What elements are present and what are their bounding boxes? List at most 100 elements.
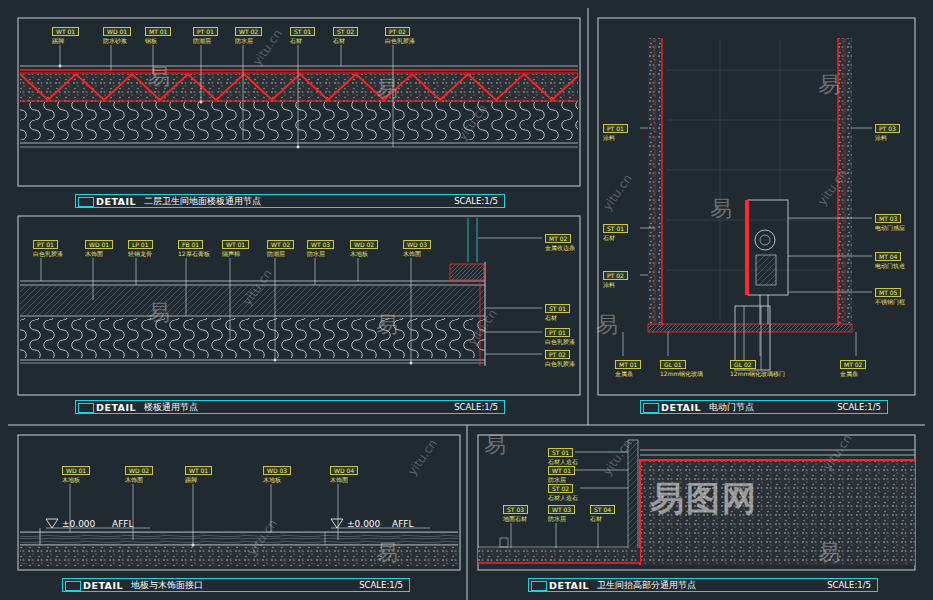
material-code: PT 02 bbox=[545, 350, 570, 359]
material-code: ST 02 bbox=[548, 484, 573, 493]
material-note: 涂料 bbox=[875, 134, 900, 141]
material-tag: WT 01防水层 bbox=[548, 466, 575, 483]
material-tag: LP 01轻钢龙骨 bbox=[128, 240, 153, 257]
material-code: WD 03 bbox=[403, 240, 431, 249]
material-note: 木饰面 bbox=[403, 250, 431, 257]
material-code: PT 01 bbox=[33, 240, 58, 249]
material-tag: MT 01金属条 bbox=[615, 360, 641, 377]
material-tag: ST 03地面石材 bbox=[503, 505, 528, 522]
material-code: GL 01 bbox=[660, 360, 686, 369]
material-tag: WD 03木饰面 bbox=[403, 240, 431, 257]
material-note: 木饰面 bbox=[330, 476, 358, 483]
level-mark: AFFL bbox=[392, 519, 414, 529]
material-note: 防水层 bbox=[548, 515, 575, 522]
material-code: WT 03 bbox=[307, 240, 334, 249]
material-code: PT 01 bbox=[603, 124, 628, 133]
detail-word: DETAIL bbox=[549, 580, 589, 591]
material-tag: MT 03电动门感应 bbox=[875, 214, 905, 231]
material-note: 电动门轨道 bbox=[875, 262, 905, 269]
material-tag: ST 01石材 bbox=[545, 304, 570, 321]
material-code: WD 01 bbox=[62, 466, 90, 475]
detail-title-band: DETAIL二层卫生间地面楼板通用节点SCALE:1/5 bbox=[75, 194, 505, 208]
material-tag: PT 03涂料 bbox=[875, 124, 900, 141]
material-note: 石材人造石 bbox=[548, 494, 578, 501]
level-mark: AFFL bbox=[112, 519, 134, 529]
material-tag: WD 02木饰面 bbox=[125, 466, 153, 483]
watermark: 易 bbox=[596, 310, 618, 340]
material-code: ST 01 bbox=[290, 27, 315, 36]
watermark: yitu.cn bbox=[600, 172, 635, 213]
watermark: 易 bbox=[376, 310, 398, 340]
material-note: 石材 bbox=[290, 37, 315, 44]
material-tag: PT 01防潮层 bbox=[193, 27, 218, 44]
watermark: 易 bbox=[376, 74, 398, 104]
material-note: 12mm钢化玻璃 bbox=[660, 370, 703, 377]
material-code: WT 01 bbox=[222, 240, 249, 249]
material-tag: PT 02涂料 bbox=[603, 271, 628, 288]
material-note: 地面石材 bbox=[503, 515, 528, 522]
detail-title: 电动门节点 bbox=[709, 401, 754, 414]
material-tag: PT 01白色乳胶漆 bbox=[33, 240, 63, 257]
material-code: MT 02 bbox=[545, 234, 571, 243]
material-note: 白色乳胶漆 bbox=[545, 360, 575, 367]
material-note: 石材 bbox=[603, 234, 628, 241]
material-code: PT 03 bbox=[875, 124, 900, 133]
material-code: ST 01 bbox=[603, 224, 628, 233]
material-note: 防水层 bbox=[307, 250, 334, 257]
watermark: 易 bbox=[818, 70, 840, 100]
material-tag: MT 05不锈钢门框 bbox=[875, 288, 905, 305]
watermark: 易 bbox=[818, 538, 840, 568]
detail-word: DETAIL bbox=[83, 580, 123, 591]
material-code: WD 02 bbox=[125, 466, 153, 475]
watermark: 易 bbox=[148, 62, 170, 92]
material-tag: ST 04石材 bbox=[590, 505, 615, 522]
material-code: GL 02 bbox=[730, 360, 756, 369]
material-note: 石材 bbox=[333, 37, 358, 44]
material-note: 金属条 bbox=[840, 370, 866, 377]
material-code: WT 01 bbox=[548, 466, 575, 475]
detail-title: 卫生间抬高部分通用节点 bbox=[597, 579, 696, 592]
detail-word: DETAIL bbox=[661, 402, 701, 413]
material-note: 隔声棉 bbox=[222, 250, 249, 257]
material-note: 轻钢龙骨 bbox=[128, 250, 153, 257]
material-note: 石材 bbox=[545, 314, 570, 321]
material-tag: MT 04电动门轨道 bbox=[875, 252, 905, 269]
material-note: 石材人造石 bbox=[548, 458, 578, 465]
material-tag: GL 0112mm钢化玻璃 bbox=[660, 360, 703, 377]
material-tag: WD 04木饰面 bbox=[330, 466, 358, 483]
material-note: 踢脚 bbox=[52, 37, 79, 44]
material-note: 木地板 bbox=[350, 250, 378, 257]
material-note: 涂料 bbox=[603, 134, 628, 141]
material-tag: ST 02石材 bbox=[333, 27, 358, 44]
material-note: 防水层 bbox=[235, 37, 262, 44]
material-note: 12mm钢化玻璃移门 bbox=[730, 370, 785, 377]
material-tag: PT 02白色乳胶漆 bbox=[545, 350, 575, 367]
watermark: 易 bbox=[710, 194, 732, 224]
material-tag: PT 01涂料 bbox=[603, 124, 628, 141]
material-code: WD 01 bbox=[85, 240, 113, 249]
material-tag: PT 01白色乳胶漆 bbox=[545, 328, 575, 345]
detail-word: DETAIL bbox=[96, 196, 136, 207]
material-tag: WD 01木饰面 bbox=[85, 240, 113, 257]
material-code: WT 01 bbox=[52, 27, 79, 36]
material-tag: WT 01踢脚 bbox=[185, 466, 212, 483]
material-note: 12厚石膏板 bbox=[178, 250, 210, 257]
material-code: MT 05 bbox=[875, 288, 901, 297]
material-note: 防水层 bbox=[548, 476, 575, 483]
material-code: MT 01 bbox=[615, 360, 641, 369]
scale-text: SCALE:1/5 bbox=[827, 580, 871, 590]
level-mark: ±0.000 bbox=[347, 519, 380, 529]
material-code: ST 02 bbox=[333, 27, 358, 36]
material-tag: GL 0212mm钢化玻璃移门 bbox=[730, 360, 785, 377]
material-tag: WD 01木地板 bbox=[62, 466, 90, 483]
detail-title-band: DETAIL楼板通用节点SCALE:1/5 bbox=[75, 400, 505, 414]
scale-text: SCALE:1/5 bbox=[454, 196, 498, 206]
material-tag: WT 03防水层 bbox=[548, 505, 575, 522]
material-note: 木饰面 bbox=[85, 250, 113, 257]
material-code: WT 02 bbox=[235, 27, 262, 36]
material-tag: WT 02防潮层 bbox=[267, 240, 294, 257]
material-note: 木地板 bbox=[62, 476, 90, 483]
material-code: WT 03 bbox=[548, 505, 575, 514]
material-code: ST 03 bbox=[503, 505, 528, 514]
